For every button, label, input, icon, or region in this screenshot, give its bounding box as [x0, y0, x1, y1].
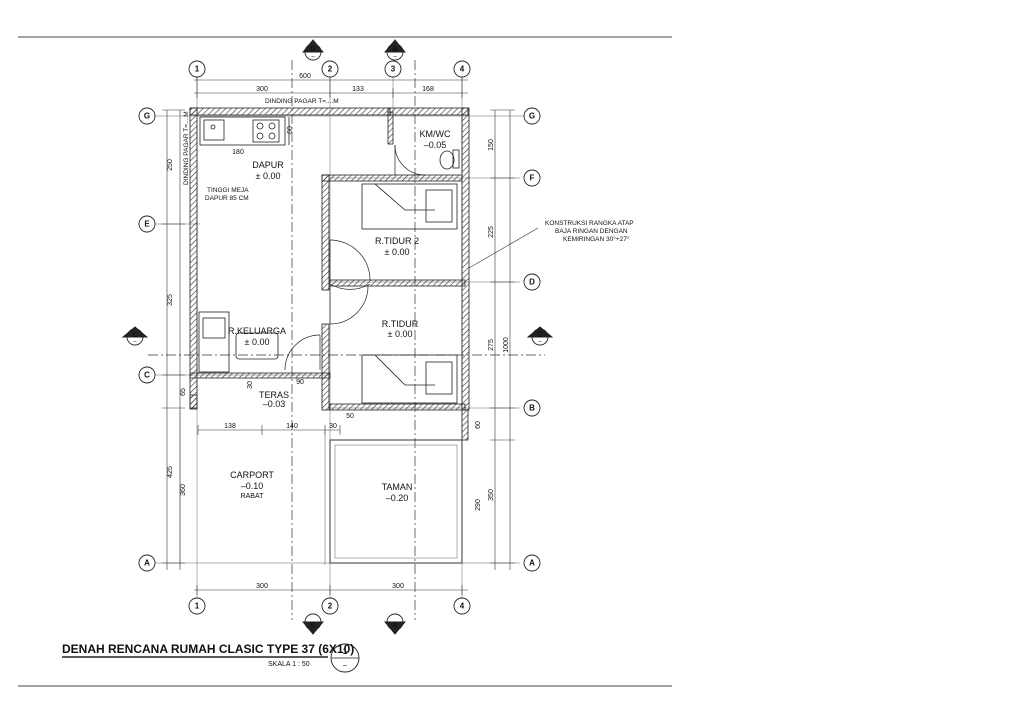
- dim-top-c: 168: [422, 86, 434, 93]
- sofa-icon: [198, 311, 279, 373]
- dim-right-e: 60: [475, 421, 482, 429]
- dim-teras-138: 138: [224, 423, 236, 430]
- section-markers: [121, 39, 554, 635]
- dim-bottom-b: 300: [392, 583, 404, 590]
- dim-top-a: 300: [256, 86, 268, 93]
- room-dapur-elev: ± 0.00: [256, 171, 281, 181]
- section-c-left-label: C: [132, 332, 137, 339]
- section-c-right-dash: –: [538, 339, 542, 345]
- axis-1-bottom: 1: [195, 602, 200, 611]
- section-a-bottom-label: A: [392, 622, 397, 629]
- sheet-sub: –: [343, 662, 347, 669]
- dim-right-c: 275: [488, 339, 495, 351]
- dimension-lines: [162, 75, 515, 595]
- dim-right-g: 290: [475, 499, 482, 511]
- note-konstruksi-3: KEMIRINGAN 30°+27°: [563, 235, 630, 243]
- section-c-right-label: C: [537, 332, 542, 339]
- room-keluarga: R.KELUARGA: [228, 326, 286, 336]
- dim-teras-30: 30: [329, 423, 337, 430]
- dim-top-total: 600: [299, 73, 311, 80]
- drawing-scale: SKALA 1 : 50: [268, 661, 310, 668]
- note-dinding-top: DINDING PAGAR T=....M: [265, 98, 339, 105]
- axis-2-bottom: 2: [328, 602, 333, 611]
- room-teras: TERAS: [259, 390, 289, 400]
- room-tidur2: R.TIDUR 2: [375, 236, 419, 246]
- dim-inner-60: 60: [287, 126, 294, 134]
- room-carport-elev: –0.10: [241, 481, 264, 491]
- room-kmwc-elev: –0.05: [424, 140, 447, 150]
- axis-a-left: A: [144, 559, 150, 568]
- section-b-top-dash: –: [311, 54, 315, 60]
- axis-1-top: 1: [195, 65, 200, 74]
- room-taman: TAMAN: [382, 482, 413, 492]
- section-a-top-label: A: [392, 46, 397, 53]
- taman-outline: [329, 439, 463, 564]
- dim-left-e: 360: [180, 484, 187, 496]
- axis-f-right: F: [530, 174, 535, 183]
- axis-a-right: A: [529, 559, 535, 568]
- drawing-title: DENAH RENCANA RUMAH CLASIC TYPE 37 (6X10…: [62, 642, 354, 656]
- taman-inner: [334, 444, 458, 559]
- stove-icon: [252, 119, 280, 143]
- axis-2-top: 2: [328, 65, 333, 74]
- bed-icon: [361, 183, 458, 404]
- section-a-top-dash: –: [393, 54, 397, 60]
- dim-top-b: 133: [352, 86, 364, 93]
- axis-3-top: 3: [391, 65, 396, 74]
- dim-right-b: 225: [488, 226, 495, 238]
- room-carport-note: RABAT: [241, 493, 265, 500]
- axis-g-right: G: [529, 112, 535, 121]
- room-carport: CARPORT: [230, 470, 274, 480]
- note-konstruksi-1: KONSTRUKSI RANGKA ATAP: [545, 220, 634, 227]
- sheet-number: 1: [343, 647, 348, 656]
- dim-inner-50: 50: [346, 413, 354, 420]
- axis-d-right: D: [529, 278, 535, 287]
- sink-icon: [203, 119, 225, 141]
- dim-right-f: 350: [488, 489, 495, 501]
- section-cut-lines: [148, 60, 545, 620]
- toilet-icon: [439, 149, 460, 170]
- dim-left-b: 325: [167, 294, 174, 306]
- grid-lines: [155, 75, 530, 600]
- dim-teras-140: 140: [286, 423, 298, 430]
- dim-left-c: 65: [180, 388, 187, 396]
- kitchen-furniture: [199, 116, 290, 146]
- room-keluarga-elev: ± 0.00: [245, 337, 270, 347]
- dim-inner-30: 30: [247, 381, 254, 389]
- dim-left-d: 425: [167, 466, 174, 478]
- room-kmwc: KM/WC: [420, 129, 451, 139]
- axis-c-left: C: [144, 371, 150, 380]
- note-konstruksi-2: BAJA RINGAN DENGAN: [555, 228, 628, 235]
- axis-4-bottom: 4: [460, 602, 465, 611]
- axis-4-top: 4: [460, 65, 465, 74]
- dim-bottom-a: 300: [256, 583, 268, 590]
- section-c-left-dash: –: [133, 339, 137, 345]
- dim-left-a: 250: [167, 159, 174, 171]
- dim-right-d: 1000: [503, 337, 510, 353]
- section-b-top-label: B: [310, 46, 315, 53]
- note-meja-1: TINGGI MEJA: [207, 187, 249, 194]
- section-b-bottom-label: B: [310, 622, 315, 629]
- dim-right-a: 150: [488, 139, 495, 151]
- walls: [189, 107, 470, 441]
- room-teras-elev: –0.03: [263, 399, 286, 409]
- axis-b-right: B: [529, 404, 535, 413]
- room-taman-elev: –0.20: [386, 493, 409, 503]
- axis-e-left: E: [144, 220, 150, 229]
- room-tidur2-elev: ± 0.00: [385, 247, 410, 257]
- room-dapur: DAPUR: [252, 160, 284, 170]
- leader-line: [468, 227, 539, 269]
- room-tidur: R.TIDUR: [382, 319, 419, 329]
- dim-inner-90: 90: [296, 379, 304, 386]
- room-tidur-elev: ± 0.00: [388, 329, 413, 339]
- note-meja-2: DAPUR 85 CM: [205, 195, 249, 202]
- door-swings: [284, 144, 426, 371]
- dim-inner-180: 180: [232, 149, 244, 156]
- axis-g-left: G: [144, 112, 150, 121]
- note-dinding-left: DINDING PAGAR T=....M: [183, 111, 190, 185]
